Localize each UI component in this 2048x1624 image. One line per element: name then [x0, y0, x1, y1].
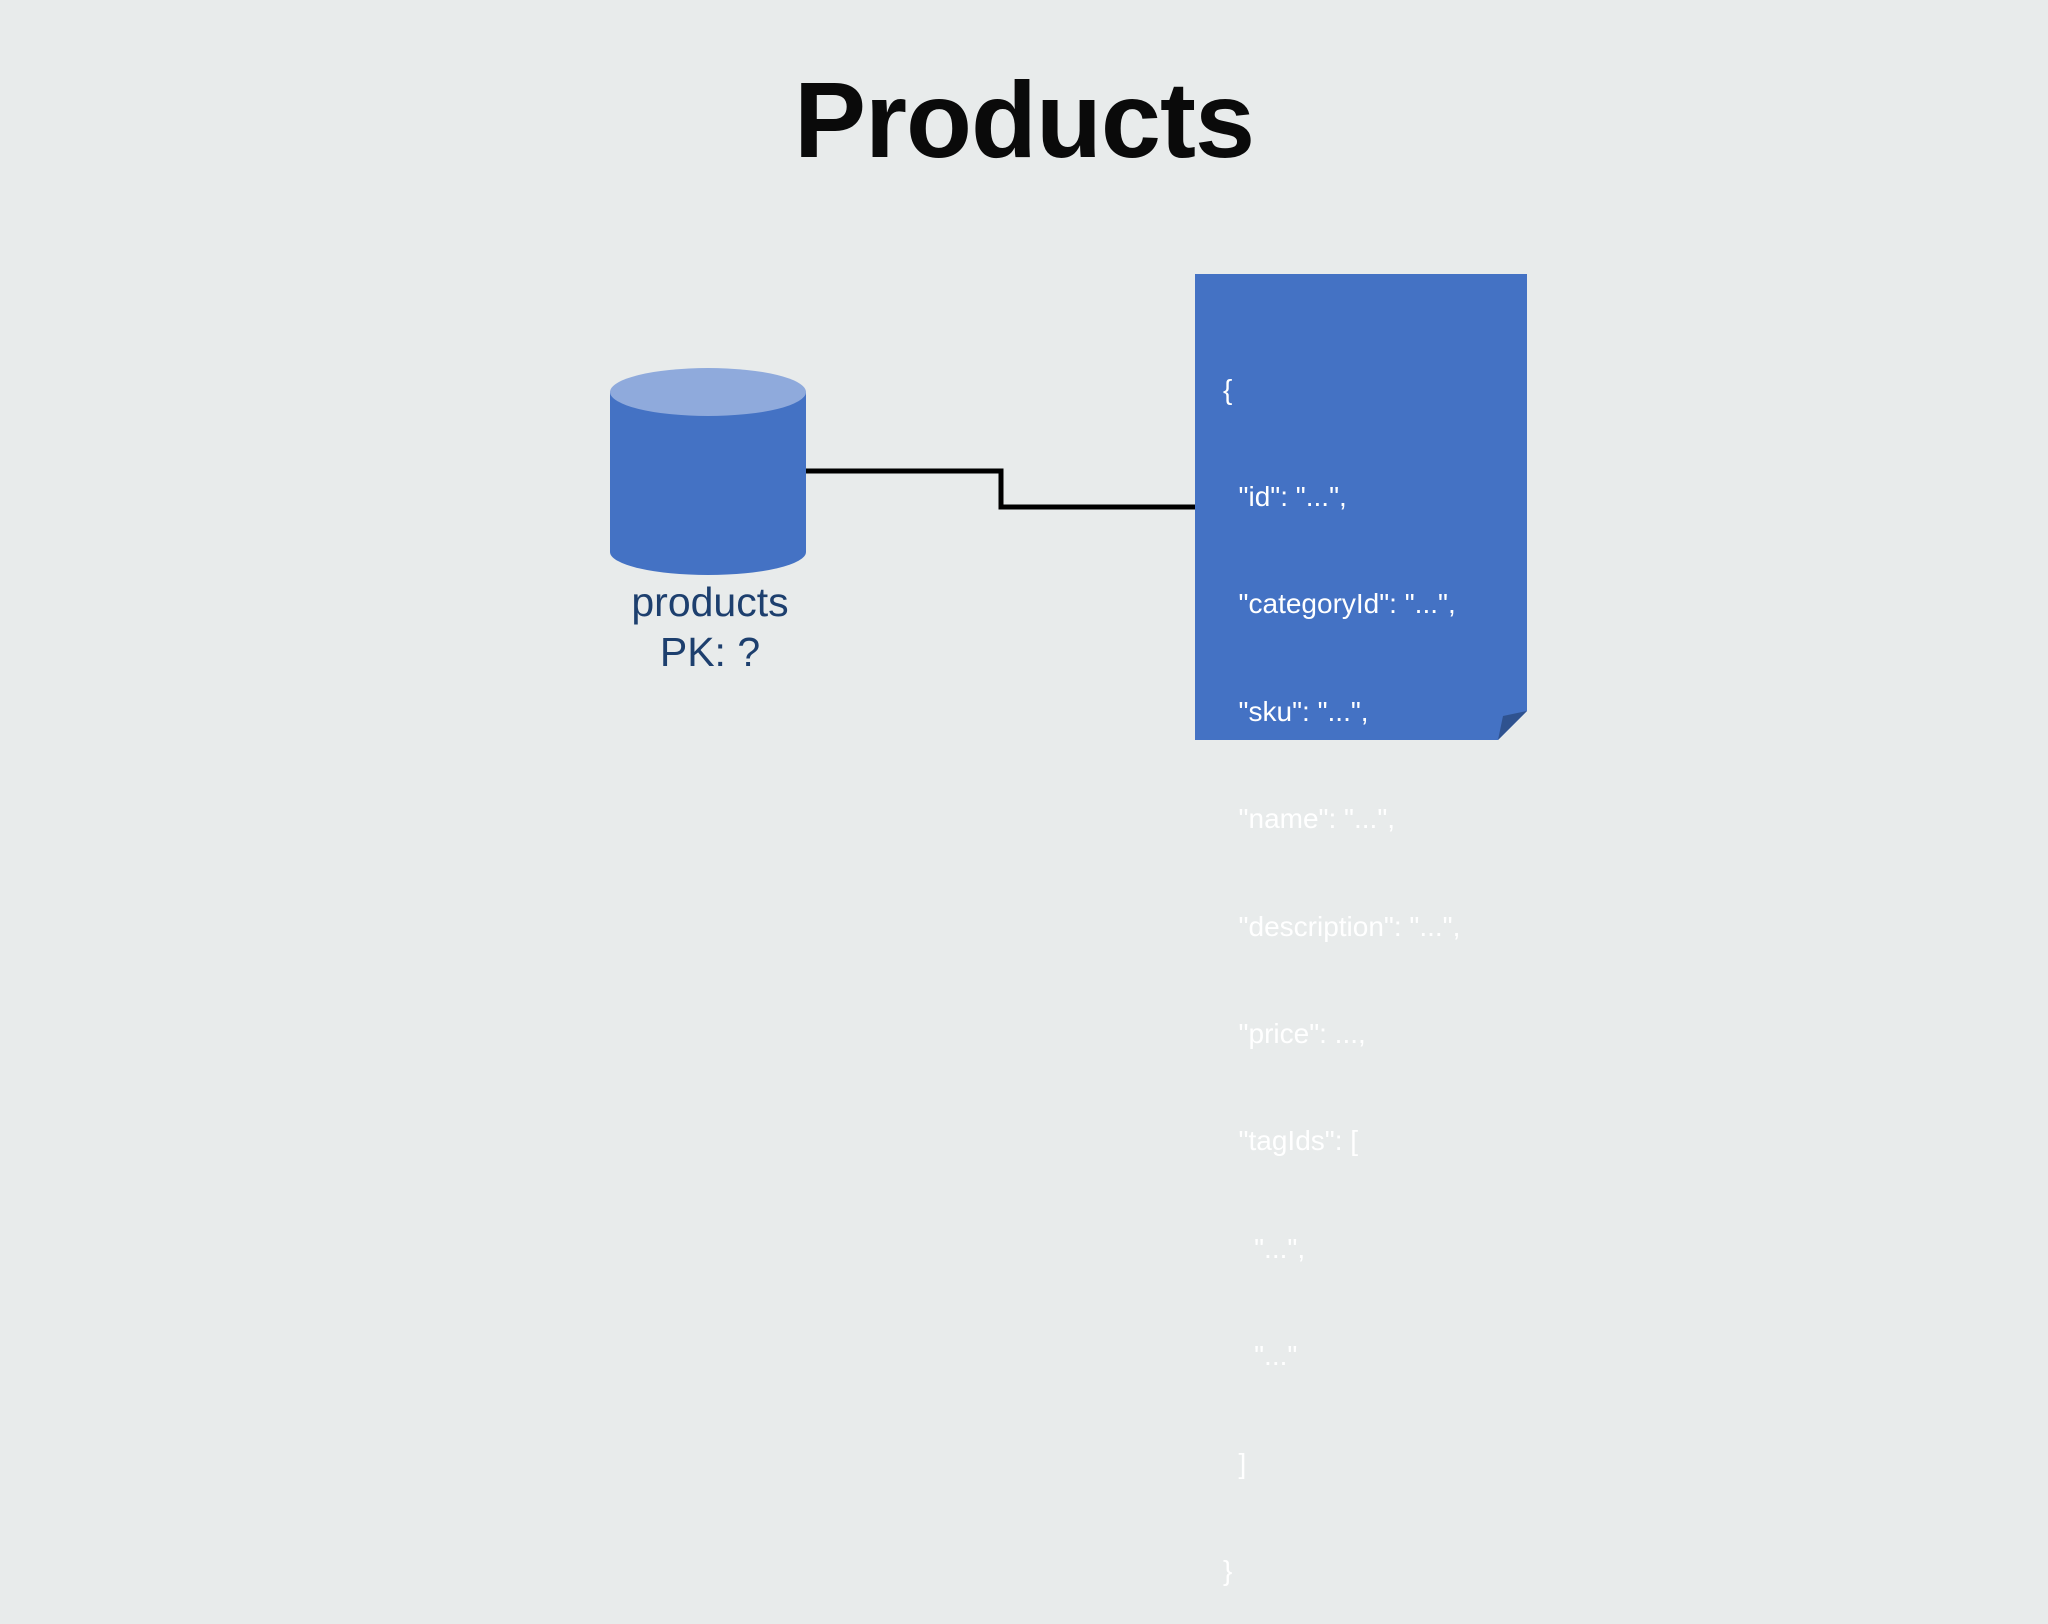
- json-line: {: [1223, 373, 1233, 405]
- json-document-text: { "id": "...", "categoryId": "...", "sku…: [1223, 300, 1460, 1624]
- json-line: "name": "...",: [1223, 803, 1396, 835]
- json-line: "price": ...,: [1223, 1017, 1366, 1049]
- slide-title: Products: [793, 59, 1255, 180]
- cylinder-top: [610, 368, 806, 416]
- json-line: "id": "...",: [1223, 480, 1347, 512]
- json-line: }: [1223, 1554, 1233, 1586]
- json-line: "categoryId": "...",: [1223, 588, 1456, 620]
- document-folded-corner: [1498, 711, 1527, 740]
- json-document-icon: [1195, 274, 1527, 740]
- json-line: "sku": "...",: [1223, 695, 1369, 727]
- partition-key-label: PK: ?: [659, 629, 761, 675]
- database-cylinder-icon: [610, 368, 806, 575]
- container-name-label: products: [631, 579, 789, 625]
- connector-line: [806, 468, 1195, 510]
- json-line: "...",: [1223, 1232, 1306, 1264]
- json-line: "tagIds": [: [1223, 1125, 1359, 1157]
- document-page: [1195, 274, 1527, 740]
- cylinder-body: [610, 392, 806, 575]
- json-line: "description": "...",: [1223, 910, 1461, 942]
- json-line: "...": [1223, 1340, 1298, 1372]
- json-line: ]: [1223, 1447, 1247, 1479]
- diagram-canvas: [610, 274, 1527, 740]
